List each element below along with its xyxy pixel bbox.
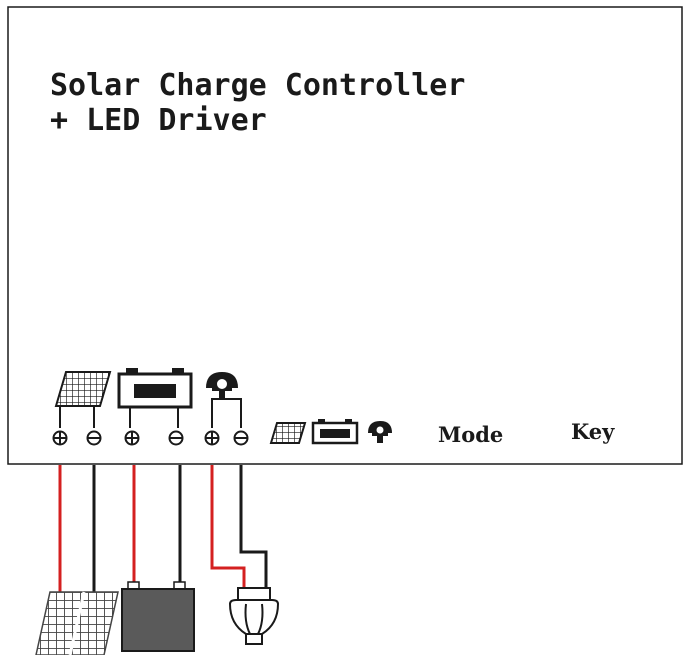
status-battery-icon: [311, 419, 359, 445]
wire-lamp-negative: [239, 465, 268, 596]
mode-label: Mode: [438, 422, 503, 447]
wire-lamp-positive: [210, 465, 246, 588]
lamp-icon: [206, 372, 242, 428]
terminal-battery-positive: [124, 430, 140, 446]
status-lamp-icon: [368, 421, 392, 443]
terminal-battery-negative: [168, 430, 184, 446]
status-solar-icon: [269, 422, 307, 444]
lamp: [228, 587, 280, 645]
terminal-lamp-negative: [233, 430, 249, 446]
key-label: Key: [571, 419, 615, 444]
terminal-lamp-positive: [204, 430, 220, 446]
terminal-solar-positive: [52, 430, 68, 446]
terminal-solar-negative: [86, 430, 102, 446]
title-line-1: Solar Charge Controller: [50, 68, 465, 103]
solar-panel-icon: [54, 371, 112, 428]
title-line-2: + LED Driver: [50, 103, 267, 138]
battery-icon: [117, 368, 193, 428]
battery: [121, 581, 195, 652]
solar-panel: [35, 591, 119, 655]
